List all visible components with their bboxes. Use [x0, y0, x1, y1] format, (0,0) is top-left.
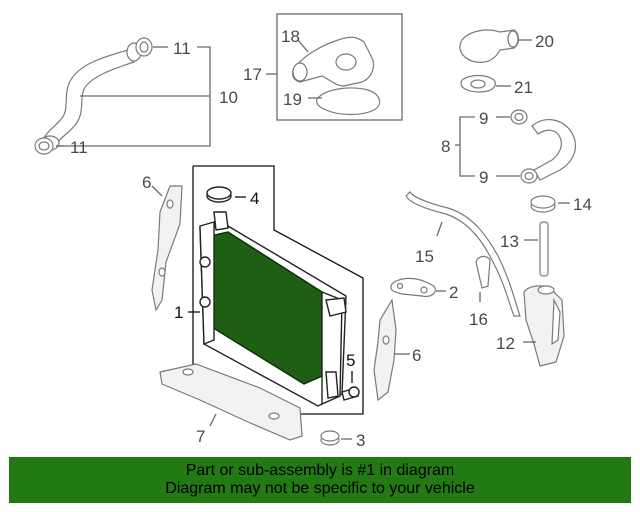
- callout-9-top: 9: [479, 109, 488, 128]
- radiator-assembly[interactable]: [199, 211, 347, 407]
- coolant-reservoir[interactable]: [523, 285, 565, 367]
- callout-12: 12: [496, 334, 515, 353]
- callout-19: 19: [283, 90, 302, 109]
- thermostat-gasket[interactable]: [316, 87, 381, 116]
- callout-7: 7: [196, 427, 205, 446]
- footer-line-2: Diagram may not be specific to your vehi…: [165, 480, 475, 497]
- lower-deflector[interactable]: [159, 363, 303, 441]
- air-guide-right[interactable]: [373, 298, 397, 402]
- callout-17: 17: [243, 65, 262, 84]
- callout-11-bottom: 11: [70, 138, 88, 157]
- callout-10: 10: [219, 88, 238, 107]
- callout-3: 3: [356, 431, 365, 450]
- callout-labels: 1 2 3 4 5 6 6 7 8 9 9 10 11 11 12 13 14 …: [70, 27, 592, 450]
- callout-16: 16: [469, 310, 488, 329]
- callout-15: 15: [415, 247, 434, 266]
- callout-4: 4: [250, 189, 259, 208]
- overflow-hose[interactable]: [405, 191, 521, 317]
- callout-14: 14: [573, 195, 592, 214]
- reservoir-hose[interactable]: [539, 221, 549, 277]
- footer-banner: Part or sub-assembly is #1 in diagram Di…: [9, 457, 631, 503]
- hose-clamp-top[interactable]: [135, 37, 153, 57]
- radiator-cap[interactable]: [206, 186, 232, 203]
- callout-9-bottom: 9: [479, 168, 488, 187]
- hose-clamp-lower-right[interactable]: [520, 168, 538, 184]
- thermostat-housing[interactable]: [291, 36, 375, 87]
- reservoir-cap[interactable]: [530, 195, 556, 213]
- mount-bushing[interactable]: [320, 430, 340, 446]
- callout-6-right: 6: [412, 346, 421, 365]
- lower-radiator-hose[interactable]: [531, 119, 577, 181]
- callout-21: 21: [514, 78, 533, 97]
- footer-line-1: Part or sub-assembly is #1 in diagram: [185, 462, 455, 479]
- callout-1: 1: [174, 303, 183, 322]
- reservoir-tube[interactable]: [475, 255, 491, 289]
- callout-13: 13: [500, 232, 519, 251]
- hose-clamp-bottom[interactable]: [34, 137, 54, 155]
- callout-11-top: 11: [173, 39, 191, 58]
- callout-8: 8: [441, 137, 450, 156]
- mount-bracket[interactable]: [390, 277, 436, 297]
- air-guide-left[interactable]: [151, 185, 183, 312]
- callout-20: 20: [535, 32, 554, 51]
- callout-6-left: 6: [142, 173, 151, 192]
- callout-2: 2: [449, 283, 458, 302]
- callout-5: 5: [346, 351, 355, 370]
- parts-diagram: 1 2 3 4 5 6 6 7 8 9 9 10 11 11 12 13 14 …: [34, 13, 592, 450]
- hose-clamp-upper-right[interactable]: [510, 109, 528, 125]
- callout-18: 18: [281, 27, 300, 46]
- water-outlet-gasket[interactable]: [460, 74, 496, 93]
- drain-plug[interactable]: [341, 386, 360, 401]
- water-outlet[interactable]: [459, 29, 520, 63]
